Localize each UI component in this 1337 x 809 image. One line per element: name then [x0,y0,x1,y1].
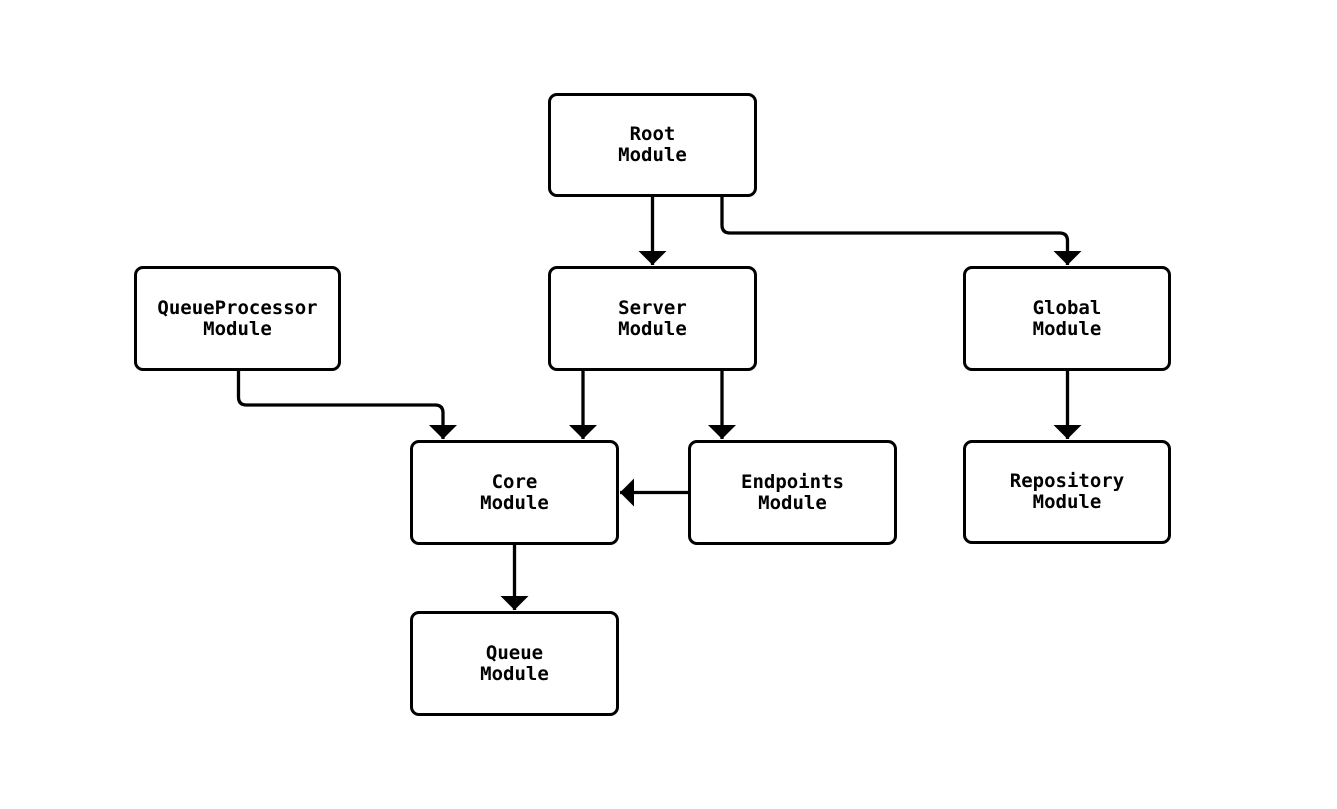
node-label-line: Module [758,491,827,514]
node-queueprocessor-module: QueueProcessor Module [134,266,341,371]
node-label-line: Module [618,144,687,166]
node-global-module: Global Module [963,266,1171,371]
node-label-line: Repository [1009,470,1125,492]
node-label-line: Endpoints [741,470,844,493]
node-label-line: Module [618,317,687,340]
node-label-line: Core [491,470,538,493]
node-label-line: Module [1032,317,1102,340]
node-label-line: Module [480,662,549,685]
node-label-line: Module [480,491,549,514]
node-queue-module: Queue Module [410,611,619,716]
node-server-module: Server Module [548,266,757,371]
node-label-line: Root [629,123,676,145]
node-label-line: Queue [485,641,544,664]
node-label-line: QueueProcessor [157,296,318,319]
node-label-line: Module [1032,491,1102,513]
node-repository-module: Repository Module [963,440,1171,544]
edge-queueprocessor-to-core [236,371,457,439]
node-label-line: Module [203,317,272,340]
node-label-line: Server [618,296,687,319]
node-label-line: Global [1032,296,1102,319]
node-root-module: Root Module [548,93,757,197]
node-core-module: Core Module [410,440,619,545]
edge-root-to-global [720,197,1082,265]
node-endpoints-module: Endpoints Module [688,440,897,545]
